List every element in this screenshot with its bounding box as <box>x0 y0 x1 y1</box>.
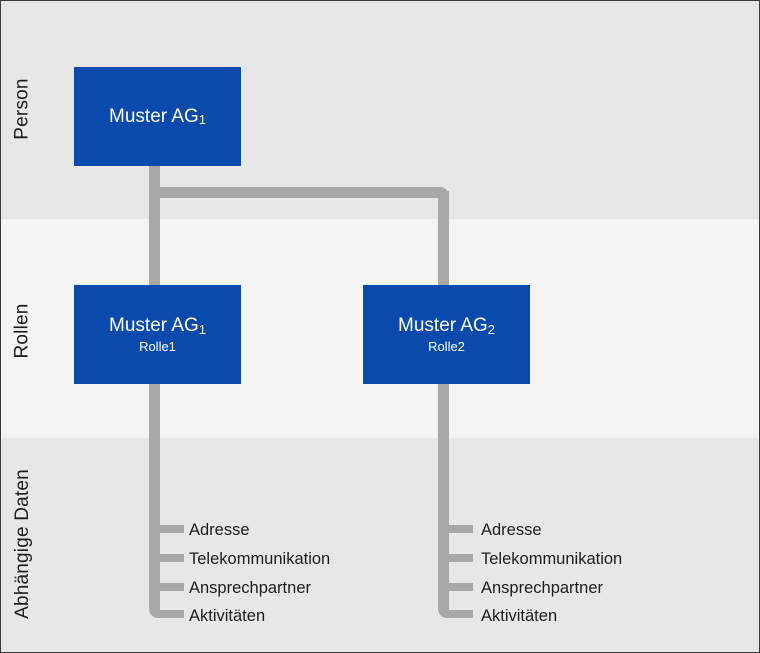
node-role1-title: Muster AG1 <box>109 315 206 337</box>
leaf-label-left-3[interactable]: Aktivitäten <box>189 607 266 625</box>
connector-role1-stub-aktivitaeten <box>156 610 184 618</box>
leaf-label-right-2[interactable]: Ansprechpartner <box>481 579 603 597</box>
connector-role1-trunk <box>149 379 160 618</box>
lane-label-rollen-text: Rollen <box>12 303 34 359</box>
connector-role2-stub-aktivitaeten <box>445 610 473 618</box>
leaf-label-left-0[interactable]: Adresse <box>189 521 250 539</box>
node-role1-title-text: Muster AG <box>109 314 199 336</box>
node-role1-muster-ag[interactable]: Muster AG1 Rolle1 <box>74 285 241 384</box>
connector-person-to-role2-vertical <box>438 191 449 291</box>
connector-role2-stub-ansprechpartner <box>445 583 473 591</box>
connector-role2-trunk <box>438 379 449 618</box>
node-person-title: Muster AG1 <box>109 106 206 128</box>
lane-label-person-text: Person <box>12 77 33 140</box>
node-role2-title-index: 2 <box>487 321 495 337</box>
leaf-label-left-1[interactable]: Telekommunikation <box>189 550 331 568</box>
leaf-label-right-1[interactable]: Telekommunikation <box>481 550 623 568</box>
lane-label-person: Person <box>1 41 45 176</box>
node-role1-subtitle: Rolle1 <box>139 338 176 354</box>
connector-role2-stub-adresse <box>445 525 473 533</box>
lane-label-abhaengige-daten-text: Abhängige Daten <box>12 468 33 619</box>
leaf-label-left-2[interactable]: Ansprechpartner <box>189 579 311 597</box>
connector-person-to-role2-horizontal <box>149 187 449 198</box>
node-role2-title: Muster AG2 <box>398 315 495 337</box>
leaf-label-right-3[interactable]: Aktivitäten <box>481 607 558 625</box>
node-role1-title-index: 1 <box>198 321 206 337</box>
lane-band-abhaengige-daten <box>1 438 759 652</box>
connector-role2-stub-telekommunikation <box>445 554 473 562</box>
node-person-title-text: Muster AG <box>109 105 199 127</box>
node-role2-subtitle: Rolle2 <box>428 338 465 354</box>
node-person-title-index: 1 <box>198 112 206 128</box>
lane-label-abhaengige-daten: Abhängige Daten <box>1 441 45 646</box>
connector-role1-stub-adresse <box>156 525 184 533</box>
node-person-muster-ag[interactable]: Muster AG1 <box>74 67 241 166</box>
lane-label-rollen: Rollen <box>1 271 45 391</box>
node-role2-muster-ag[interactable]: Muster AG2 Rolle2 <box>363 285 530 384</box>
connector-role1-stub-ansprechpartner <box>156 583 184 591</box>
connector-person-to-role1 <box>149 161 160 291</box>
node-role2-title-text: Muster AG <box>398 314 488 336</box>
leaf-label-right-0[interactable]: Adresse <box>481 521 542 539</box>
connector-role1-stub-telekommunikation <box>156 554 184 562</box>
